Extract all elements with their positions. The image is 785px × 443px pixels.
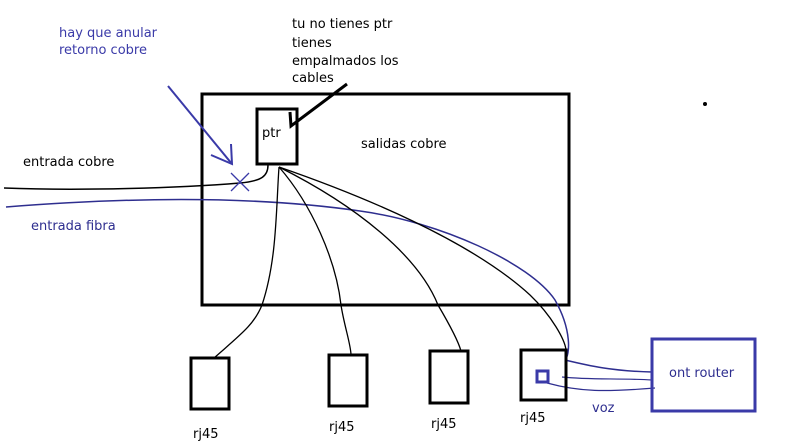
fiber-router-return-line	[561, 376, 653, 381]
fiber-input-line	[5, 198, 570, 361]
copper-input-line	[3, 164, 269, 190]
stray-dot	[703, 102, 707, 106]
rj45-label-4: rj45	[520, 411, 546, 426]
note-ptr-line-4: cables	[292, 71, 334, 86]
ont-router-box	[650, 337, 757, 413]
copper-output-1	[213, 166, 280, 359]
voz-line	[546, 382, 656, 392]
voz-label: voz	[592, 401, 615, 416]
ont-router-label: ont router	[669, 366, 735, 381]
entrada-fibra-label: entrada fibra	[31, 219, 116, 234]
note-retorno-line-2: retorno cobre	[59, 43, 147, 58]
entrada-cobre-label: entrada cobre	[23, 155, 114, 170]
salidas-cobre-label: salidas cobre	[361, 137, 447, 152]
note-retorno-line-1: hay que anular	[59, 26, 158, 41]
voz-port	[535, 369, 550, 384]
copper-output-3	[278, 166, 462, 352]
ptr-label: ptr	[262, 126, 281, 141]
rj45-port-4	[519, 348, 568, 402]
annul-cross	[230, 172, 250, 192]
rj45-label-3: rj45	[431, 417, 457, 432]
ptr-box	[255, 107, 299, 166]
rj45-label-1: rj45	[193, 427, 219, 442]
note-ptr-line-1: tu no tienes ptr	[292, 17, 393, 32]
rj45-label-2: rj45	[329, 420, 355, 435]
copper-output-2	[278, 166, 352, 356]
rj45-port-3	[428, 349, 470, 405]
fiber-router-line	[564, 359, 653, 373]
note-ptr-line-3: empalmados los	[292, 54, 399, 69]
rj45-port-1	[189, 356, 231, 411]
annul-arrow	[167, 85, 233, 165]
ptr-arrow	[288, 82, 348, 129]
note-ptr-line-2: tienes	[292, 36, 332, 51]
annul-arrow-head	[210, 143, 234, 166]
copper-output-4	[278, 166, 567, 351]
rj45-port-2	[327, 353, 369, 408]
